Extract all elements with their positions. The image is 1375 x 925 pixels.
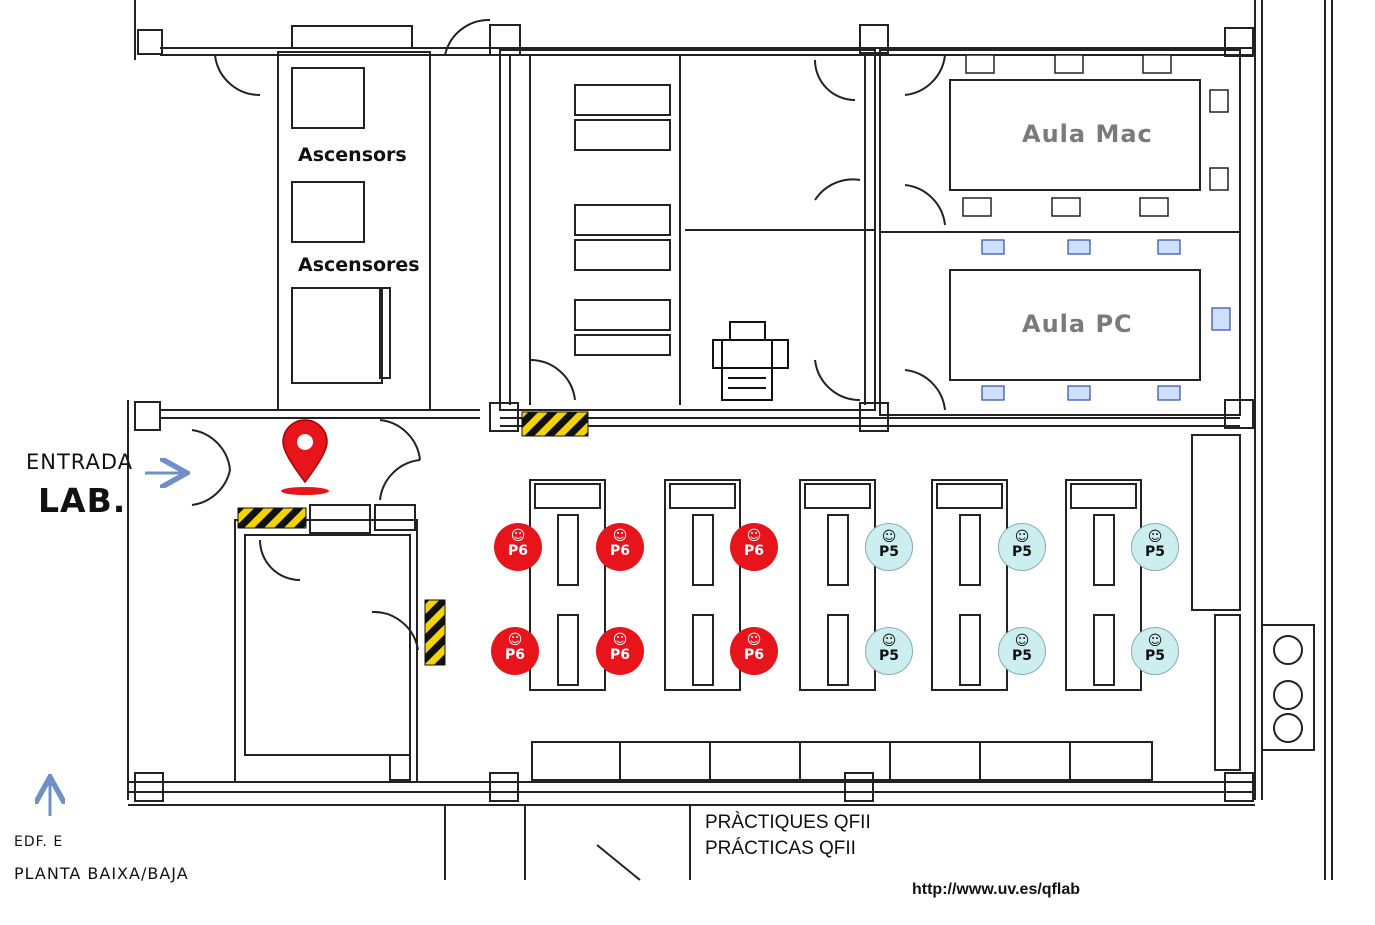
practices-label-ca: PRÀCTIQUES QFII (705, 812, 871, 833)
student-icon: ☺ (1014, 633, 1030, 649)
workstation-marker: ☺ P6 (494, 523, 542, 571)
workstation-marker: ☺ P6 (730, 627, 778, 675)
workstation-code: P5 (1144, 648, 1165, 664)
workstation-marker: ☺ P6 (730, 523, 778, 571)
student-icon: ☺ (881, 633, 897, 649)
workstation-code: P5 (1011, 544, 1032, 560)
workstation-code: P5 (1144, 544, 1165, 560)
workstation-marker: ☺ P6 (596, 523, 644, 571)
workstation-code: P6 (743, 647, 764, 663)
location-pin-icon (281, 419, 329, 495)
workstation-code: P6 (504, 647, 525, 663)
workstation-code: P6 (743, 543, 764, 559)
workstation-marker: ☺ P5 (865, 627, 913, 675)
workstation-marker: ☺ P6 (596, 627, 644, 675)
workstation-code: P5 (1011, 648, 1032, 664)
workstation-marker: ☺ P5 (865, 523, 913, 571)
workstation-code: P5 (878, 544, 899, 560)
room-aula-pc: Aula PC (1022, 310, 1133, 338)
student-icon: ☺ (612, 528, 628, 544)
workstation-marker: ☺ P5 (1131, 627, 1179, 675)
workstation-marker: ☺ P5 (1131, 523, 1179, 571)
student-icon: ☺ (746, 528, 762, 544)
student-icon: ☺ (1147, 633, 1163, 649)
entrance-label: ENTRADA (26, 450, 134, 474)
student-icon: ☺ (881, 529, 897, 545)
workstation-code: P6 (609, 543, 630, 559)
student-icon: ☺ (510, 528, 526, 544)
workstation-marker: ☺ P6 (491, 627, 539, 675)
student-icon: ☺ (1014, 529, 1030, 545)
student-icon: ☺ (746, 632, 762, 648)
student-icon: ☺ (507, 632, 523, 648)
student-icon: ☺ (612, 632, 628, 648)
practices-label-es: PRÁCTICAS QFII (705, 838, 856, 859)
building-label: EDF. E (14, 834, 64, 850)
workstation-code: P6 (507, 543, 528, 559)
workstation-marker: ☺ P5 (998, 627, 1046, 675)
lab-url: http://www.uv.es/qflab (912, 881, 1080, 898)
floor-label: PLANTA BAIXA/BAJA (14, 864, 189, 883)
room-aula-mac: Aula Mac (1022, 120, 1153, 148)
student-icon: ☺ (1147, 529, 1163, 545)
lab-label: LAB. (38, 481, 127, 520)
room-elevators-ca: Ascensors (298, 144, 407, 166)
workstation-marker: ☺ P5 (998, 523, 1046, 571)
workstation-code: P5 (878, 648, 899, 664)
workstation-code: P6 (609, 647, 630, 663)
room-elevators-es: Ascensores (298, 254, 420, 276)
